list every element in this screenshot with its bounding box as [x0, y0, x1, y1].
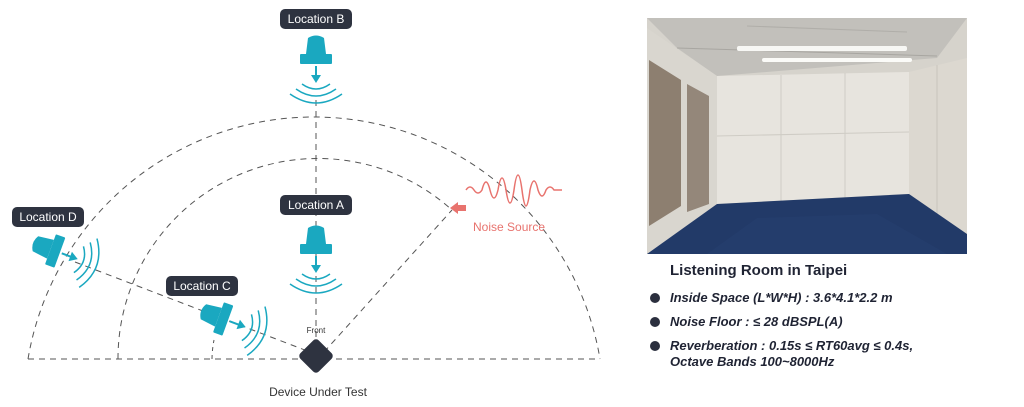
test-setup-diagram: Location B Location A Location D	[12, 9, 601, 399]
location-c-label: Location C	[173, 279, 231, 293]
location-d-badge	[12, 207, 84, 227]
room-info-item-text: Inside Space (L*W*H) : 3.6*4.1*2.2 m	[670, 290, 893, 305]
speaker-icon	[289, 225, 343, 294]
bullet-icon	[650, 341, 660, 351]
noise-arrow-icon	[450, 202, 466, 214]
room-info-item-text: Noise Floor : ≤ 28 dBSPL(A)	[670, 314, 843, 329]
location-b-label: Location B	[288, 12, 345, 26]
location-a-label: Location A	[288, 198, 344, 212]
bullet-icon	[650, 317, 660, 327]
location-c-badge	[166, 276, 238, 296]
device-label: Device Under Test	[269, 385, 367, 399]
speaker-c: Location C	[166, 276, 268, 356]
location-a-badge	[280, 195, 352, 215]
inner-arc	[117, 157, 453, 360]
small-arc	[211, 339, 215, 360]
noise-source-label: Noise Source	[473, 220, 545, 234]
listening-room-photo	[647, 18, 967, 254]
speaker-icon	[32, 234, 100, 288]
diagonal-line-d	[74, 261, 311, 353]
location-d-label: Location D	[19, 210, 77, 224]
outer-arc	[27, 116, 601, 360]
noise-source: Noise Source	[450, 174, 562, 234]
room-info: Listening Room in Taipei Inside Space (L…	[650, 262, 1020, 378]
device-under-test: Front Device Under Test	[269, 326, 367, 399]
room-info-list: Inside Space (L*W*H) : 3.6*4.1*2.2 m Noi…	[650, 290, 1020, 370]
speaker-icon	[289, 35, 343, 104]
location-b-badge	[280, 9, 352, 29]
bullet-icon	[650, 293, 660, 303]
noise-waveform	[465, 174, 562, 207]
speaker-icon	[200, 302, 268, 356]
room-info-item-text: Reverberation : 0.15s ≤ RT60avg ≤ 0.4s,	[670, 338, 914, 353]
speaker-b: Location B	[280, 9, 352, 104]
room-info-item: Noise Floor : ≤ 28 dBSPL(A)	[650, 314, 1020, 330]
room-info-item-text: Octave Bands 100~8000Hz	[670, 354, 835, 369]
device-icon	[299, 339, 333, 373]
front-label: Front	[307, 326, 326, 335]
speaker-d: Location D	[12, 207, 100, 288]
room-info-title: Listening Room in Taipei	[670, 262, 848, 279]
speaker-a: Location A	[280, 195, 352, 294]
room-info-item: Inside Space (L*W*H) : 3.6*4.1*2.2 m	[650, 290, 1020, 306]
diagonal-line-noise	[323, 209, 453, 353]
room-info-item: Reverberation : 0.15s ≤ RT60avg ≤ 0.4s, …	[650, 338, 1020, 370]
